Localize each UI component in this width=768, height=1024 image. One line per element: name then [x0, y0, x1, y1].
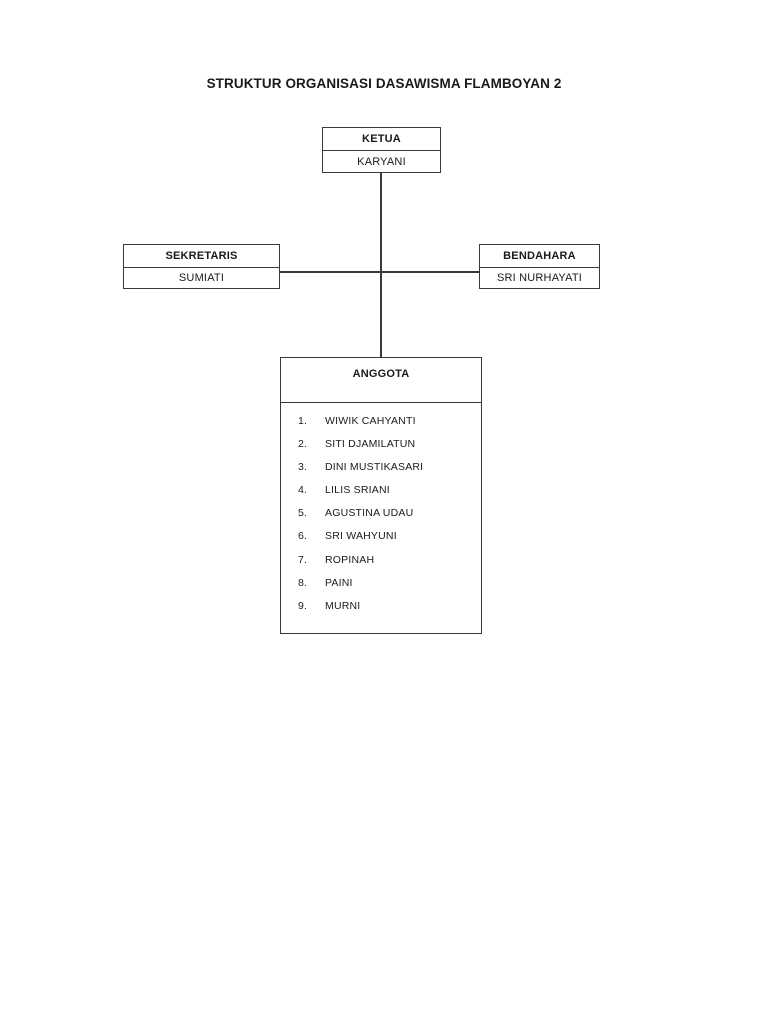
- org-node-bendahara: BENDAHARA SRI NURHAYATI: [479, 244, 600, 289]
- org-node-ketua: KETUA KARYANI: [322, 127, 441, 173]
- list-item: 8. PAINI: [281, 578, 481, 589]
- org-node-sekretaris-role: SEKRETARIS: [124, 245, 279, 268]
- org-node-bendahara-person: SRI NURHAYATI: [480, 268, 599, 288]
- org-node-bendahara-role: BENDAHARA: [480, 245, 599, 268]
- org-node-anggota: ANGGOTA 1. WIWIK CAHYANTI 2. SITI DJAMILATU…: [280, 357, 482, 634]
- list-item-name: SITI DJAMILATUN: [325, 438, 416, 451]
- list-item-number: 7.: [298, 553, 308, 566]
- list-item-number: 6.: [298, 530, 308, 543]
- list-item: 6. SRI WAHYUNI: [281, 531, 481, 542]
- list-item-name: DINI MUSTIKASARI: [325, 461, 424, 474]
- list-item: 5. AGUSTINA UDAU: [281, 508, 481, 519]
- list-item-number: 2.: [298, 438, 308, 451]
- list-item-number: 5.: [298, 507, 308, 520]
- org-node-sekretaris: SEKRETARIS SUMIATI: [123, 244, 280, 289]
- org-node-ketua-person: KARYANI: [323, 151, 440, 172]
- list-item-number: 8.: [298, 576, 308, 589]
- list-item: 7. ROPINAH: [281, 555, 481, 566]
- list-item-name: SRI WAHYUNI: [325, 530, 397, 543]
- list-item: 1. WIWIK CAHYANTI: [281, 416, 481, 427]
- list-item: 4. LILIS SRIANI: [281, 485, 481, 496]
- org-node-ketua-role: KETUA: [323, 128, 440, 151]
- connector-horizontal-bar: [280, 271, 479, 273]
- list-item-name: ROPINAH: [325, 553, 375, 566]
- org-node-sekretaris-person: SUMIATI: [124, 268, 279, 288]
- anggota-member-list: 1. WIWIK CAHYANTI 2. SITI DJAMILATUN 3. DINI …: [281, 403, 481, 611]
- list-item-number: 4.: [298, 484, 308, 497]
- list-item-number: 3.: [298, 461, 308, 474]
- list-item-name: AGUSTINA UDAU: [325, 507, 414, 520]
- page-title: STRUKTUR ORGANISASI DASAWISMA FLAMBOYAN …: [206, 76, 562, 91]
- list-item-name: LILIS SRIANI: [325, 484, 390, 497]
- list-item: 9. MURNI: [281, 601, 481, 612]
- list-item-name: PAINI: [325, 576, 353, 589]
- connector-vertical-trunk: [380, 173, 382, 357]
- list-item: 3. DINI MUSTIKASARI: [281, 462, 481, 473]
- org-node-anggota-role: ANGGOTA: [281, 358, 481, 403]
- list-item-name: WIWIK CAHYANTI: [325, 415, 416, 427]
- list-item-number: 9.: [298, 599, 308, 612]
- list-item: 2. SITI DJAMILATUN: [281, 439, 481, 450]
- list-item-number: 1.: [298, 415, 308, 427]
- list-item-name: MURNI: [325, 599, 361, 612]
